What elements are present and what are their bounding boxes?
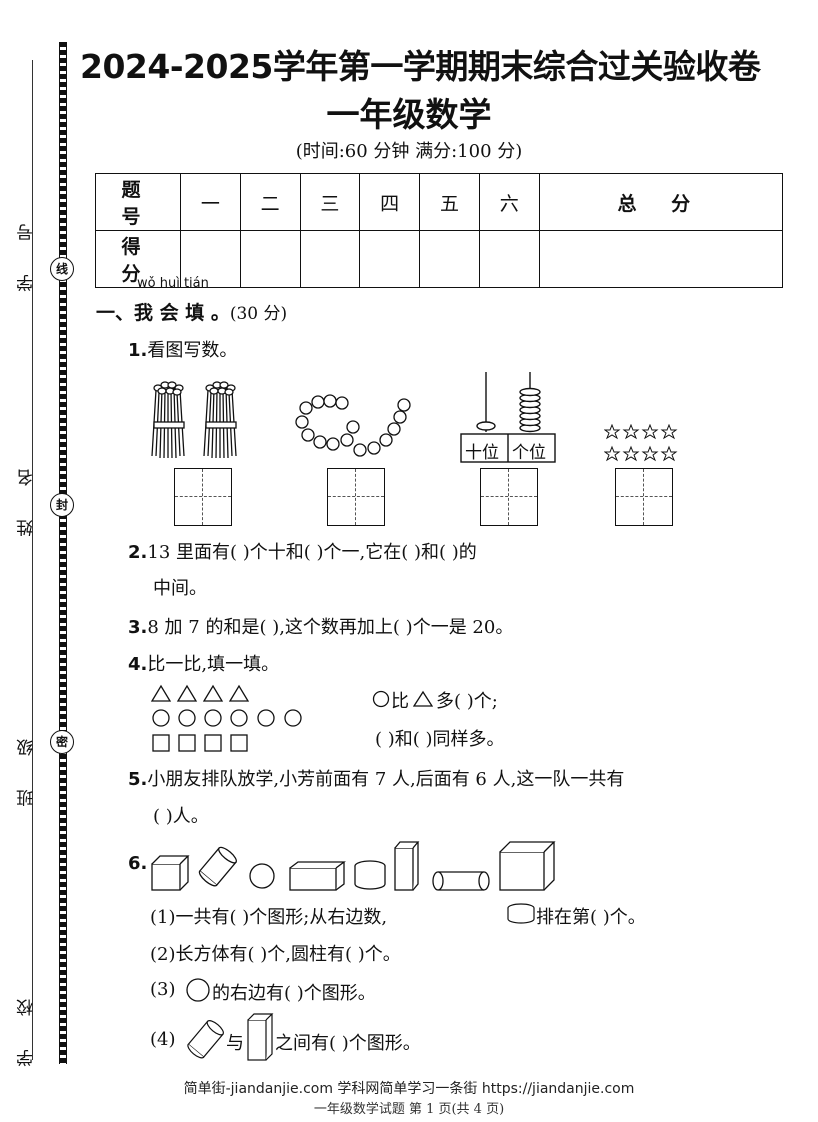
tall-cuboid-icon — [247, 1013, 274, 1061]
score-cell[interactable] — [538, 230, 784, 288]
compare-shapes-figure — [150, 684, 302, 752]
score-col-4: 四 — [359, 173, 421, 231]
stars-figure — [604, 424, 677, 461]
question-3: 3.8 加 7 的和是( ),这个数再加上( )个一是 20。 — [128, 617, 514, 638]
exam-subject: 一年级数学 — [326, 95, 492, 134]
score-cell[interactable] — [359, 230, 421, 288]
question-4-line1b: 多( )个; — [436, 691, 498, 712]
tilted-cylinder-icon — [187, 1020, 224, 1059]
answer-box-2[interactable] — [327, 468, 385, 526]
solids-figure — [151, 841, 556, 891]
answer-box-4[interactable] — [615, 468, 673, 526]
question-6-part1a: (1)一共有( )个图形;从右边数, — [150, 907, 388, 928]
watermark-text: 简单街-jiandanjie.com 学科网简单学习一条街 https://ji… — [183, 1081, 635, 1097]
question-4-line1a: 比 — [391, 691, 409, 712]
question-5-cont: ( )人。 — [153, 806, 209, 827]
seal-feng: 封 — [50, 493, 74, 517]
cylinder-icon — [507, 903, 535, 924]
score-cell[interactable] — [419, 230, 480, 288]
sticks-bundles-figure — [151, 381, 237, 459]
score-cell[interactable] — [299, 230, 361, 288]
score-col-6: 六 — [478, 173, 540, 231]
score-row-label: 得 分 — [95, 230, 181, 288]
question-2-cont: 中间。 — [153, 578, 207, 599]
answer-box-1[interactable] — [174, 468, 232, 526]
section-pinyin: wǒ huì tián — [137, 276, 209, 291]
score-cell[interactable] — [478, 230, 540, 288]
question-4: 4.比一比,填一填。 — [128, 654, 280, 675]
score-col-5: 五 — [419, 173, 480, 231]
question-6-part2: (2)长方体有( )个,圆柱有( )个。 — [150, 944, 401, 965]
seal-xian: 线 — [50, 257, 74, 281]
question-5: 5.小朋友排队放学,小芳前面有 7 人,后面有 6 人,这一队一共有 — [128, 769, 625, 790]
abacus-tens-label: 十位 — [465, 443, 499, 463]
exam-time-info: (时间:60 分钟 满分:100 分) — [295, 141, 523, 162]
question-6-part4c: 之间有( )个图形。 — [275, 1033, 421, 1054]
score-col-1: 一 — [180, 173, 241, 231]
circle-icon — [372, 690, 390, 708]
page-number: 一年级数学试题 第 1 页(共 4 页) — [313, 1102, 505, 1117]
answer-box-3[interactable] — [480, 468, 538, 526]
exam-title: 2024-2025学年第一学期期末综合过关验收卷 — [80, 47, 761, 86]
question-6-part1b: 排在第( )个。 — [536, 907, 646, 928]
question-1: 1.看图写数。 — [128, 340, 238, 361]
score-cell[interactable] — [180, 230, 241, 288]
cut-rail — [59, 42, 67, 1064]
score-col-3: 三 — [299, 173, 361, 231]
question-6-part4b: 与 — [226, 1033, 244, 1054]
question-6-part3b: 的右边有( )个图形。 — [212, 983, 376, 1004]
seal-mi: 密 — [50, 730, 74, 754]
question-6-part4a: (4) — [150, 1029, 176, 1050]
score-col-2: 二 — [239, 173, 301, 231]
triangle-icon — [413, 690, 433, 707]
section-title: 一、我 会 填 。(30 分) — [96, 302, 288, 324]
binding-line — [32, 60, 33, 1060]
question-2: 2.13 里面有( )个十和( )个一,它在( )和( )的 — [128, 542, 477, 563]
question-4-line2: ( )和( )同样多。 — [375, 729, 505, 750]
score-col-total: 总 分 — [538, 173, 784, 231]
question-6-part3a: (3) — [150, 979, 176, 1000]
beads-figure — [295, 394, 411, 457]
score-table-header: 题 号 — [95, 173, 181, 231]
score-cell[interactable] — [239, 230, 301, 288]
question-6: 6. — [128, 853, 148, 874]
sphere-icon — [186, 978, 210, 1002]
abacus-figure — [460, 372, 556, 463]
abacus-ones-label: 个位 — [512, 443, 546, 463]
score-table: 题 号 一 二 三 四 五 六 总 分 得 分 — [95, 173, 784, 288]
